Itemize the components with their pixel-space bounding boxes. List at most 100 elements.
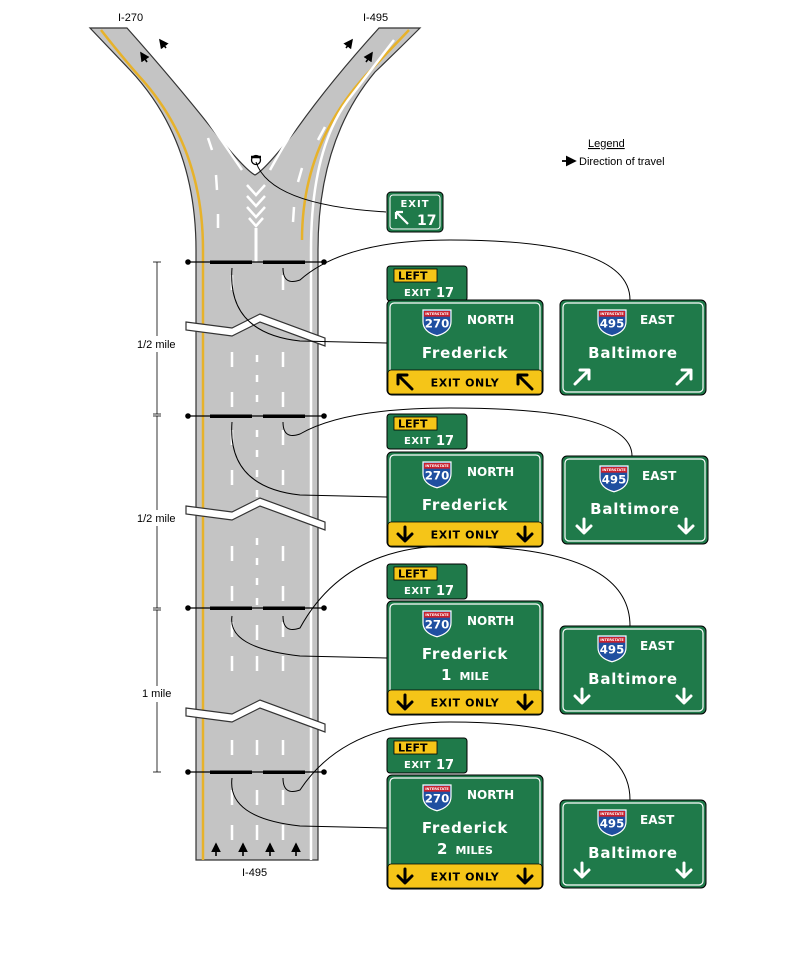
direction-label: NORTH bbox=[467, 313, 514, 327]
down-arrow-icon bbox=[677, 517, 695, 535]
route-label-i495-top: I-495 bbox=[363, 12, 388, 24]
left-edge-yellow-line bbox=[100, 29, 205, 860]
shield-number: 495 bbox=[600, 817, 625, 831]
shield-cap-text: INTERSTATE bbox=[600, 312, 624, 316]
destination-label: Frederick bbox=[422, 819, 509, 837]
direction-label: EAST bbox=[640, 813, 675, 827]
left-branch-lane-dashes bbox=[206, 137, 220, 228]
left-tab-label: LEFT bbox=[398, 742, 428, 755]
left-tab-label: LEFT bbox=[398, 568, 428, 581]
destination-label: Baltimore bbox=[588, 344, 678, 362]
shield-cap-text: INTERSTATE bbox=[425, 464, 449, 468]
gore-sign-post-icon bbox=[250, 154, 262, 166]
destination-label: Baltimore bbox=[588, 844, 678, 862]
left-tab-label: LEFT bbox=[398, 418, 428, 431]
distance-unit: MILE bbox=[459, 670, 489, 683]
exit-tab-word: EXIT bbox=[404, 586, 431, 597]
sign-leader-lines bbox=[231, 545, 631, 659]
route-label-i270: I-270 bbox=[118, 12, 143, 24]
distance-number: 1 bbox=[441, 666, 451, 684]
left-exit-tab: LEFT EXIT 17 bbox=[386, 563, 468, 600]
distance-number: 2 bbox=[437, 840, 447, 858]
shield-number: 495 bbox=[602, 473, 627, 487]
down-arrow-icon bbox=[516, 525, 534, 543]
shield-number: 270 bbox=[425, 618, 450, 632]
gore-exit-word: EXIT bbox=[400, 199, 429, 210]
direction-label: EAST bbox=[640, 313, 675, 327]
left-branch-white-line bbox=[151, 44, 244, 171]
distance-plaque: 2 MILES bbox=[437, 840, 493, 858]
exit-tab-number: 17 bbox=[436, 584, 454, 599]
shield-number: 270 bbox=[425, 317, 450, 331]
shield-cap-text: INTERSTATE bbox=[425, 613, 449, 617]
sign-structure bbox=[185, 769, 327, 775]
shield-number: 495 bbox=[600, 643, 625, 657]
direction-label: NORTH bbox=[467, 788, 514, 802]
down-arrow-icon bbox=[575, 517, 593, 535]
up-right-arrow-icon bbox=[675, 368, 693, 386]
exit-only-panel: EXIT ONLY bbox=[431, 377, 500, 390]
distance-labels: 1/2 mile 1/2 mile 1 mile bbox=[135, 336, 185, 702]
road-pavement bbox=[88, 27, 422, 861]
shield-cap-text: INTERSTATE bbox=[425, 312, 449, 316]
gore-exit-number: 17 bbox=[417, 213, 436, 229]
exit-tab-number: 17 bbox=[436, 758, 454, 773]
shield-cap-text: INTERSTATE bbox=[425, 787, 449, 791]
shield-cap-text: INTERSTATE bbox=[600, 812, 624, 816]
shield-number: 270 bbox=[425, 792, 450, 806]
destination-label: Frederick bbox=[422, 496, 509, 514]
up-left-arrow-icon bbox=[394, 210, 409, 225]
down-arrow-icon bbox=[516, 693, 534, 711]
distance-label-3: 1 mile bbox=[142, 688, 171, 700]
shield-cap-text: INTERSTATE bbox=[602, 468, 626, 472]
exit-only-panel: EXIT ONLY bbox=[431, 871, 500, 884]
distance-label-2: 1/2 mile bbox=[137, 513, 176, 525]
sign-leader-lines bbox=[231, 721, 631, 829]
down-arrow-icon bbox=[516, 867, 534, 885]
down-arrow-icon bbox=[675, 687, 693, 705]
distance-unit: MILES bbox=[455, 844, 493, 857]
sign-leader-lines bbox=[231, 407, 633, 498]
gore-area-chevrons bbox=[246, 184, 266, 228]
distance-break-lines bbox=[185, 313, 326, 733]
sign-structure bbox=[185, 259, 327, 265]
fork-yellow-line bbox=[300, 29, 410, 241]
down-arrow-icon bbox=[675, 861, 693, 879]
destination-label: Frederick bbox=[422, 344, 509, 362]
up-left-arrow-icon bbox=[396, 373, 414, 391]
down-arrow-icon bbox=[396, 693, 414, 711]
right-branch-lane-dashes bbox=[180, 54, 346, 223]
shield-cap-text: INTERSTATE bbox=[600, 638, 624, 642]
shield-number: 270 bbox=[425, 469, 450, 483]
sign-structure bbox=[185, 605, 327, 611]
exit-tab-word: EXIT bbox=[404, 288, 431, 299]
destination-label: Baltimore bbox=[590, 500, 680, 518]
direction-label: NORTH bbox=[467, 465, 514, 479]
down-arrow-icon bbox=[396, 525, 414, 543]
down-arrow-icon bbox=[396, 867, 414, 885]
exit-only-panel: EXIT ONLY bbox=[431, 697, 500, 710]
exit-only-panel: EXIT ONLY bbox=[431, 529, 500, 542]
destination-label: Frederick bbox=[422, 645, 509, 663]
top-direction-arrows bbox=[140, 38, 373, 63]
sign-structure bbox=[185, 413, 327, 419]
sign-leader-lines bbox=[231, 239, 631, 344]
